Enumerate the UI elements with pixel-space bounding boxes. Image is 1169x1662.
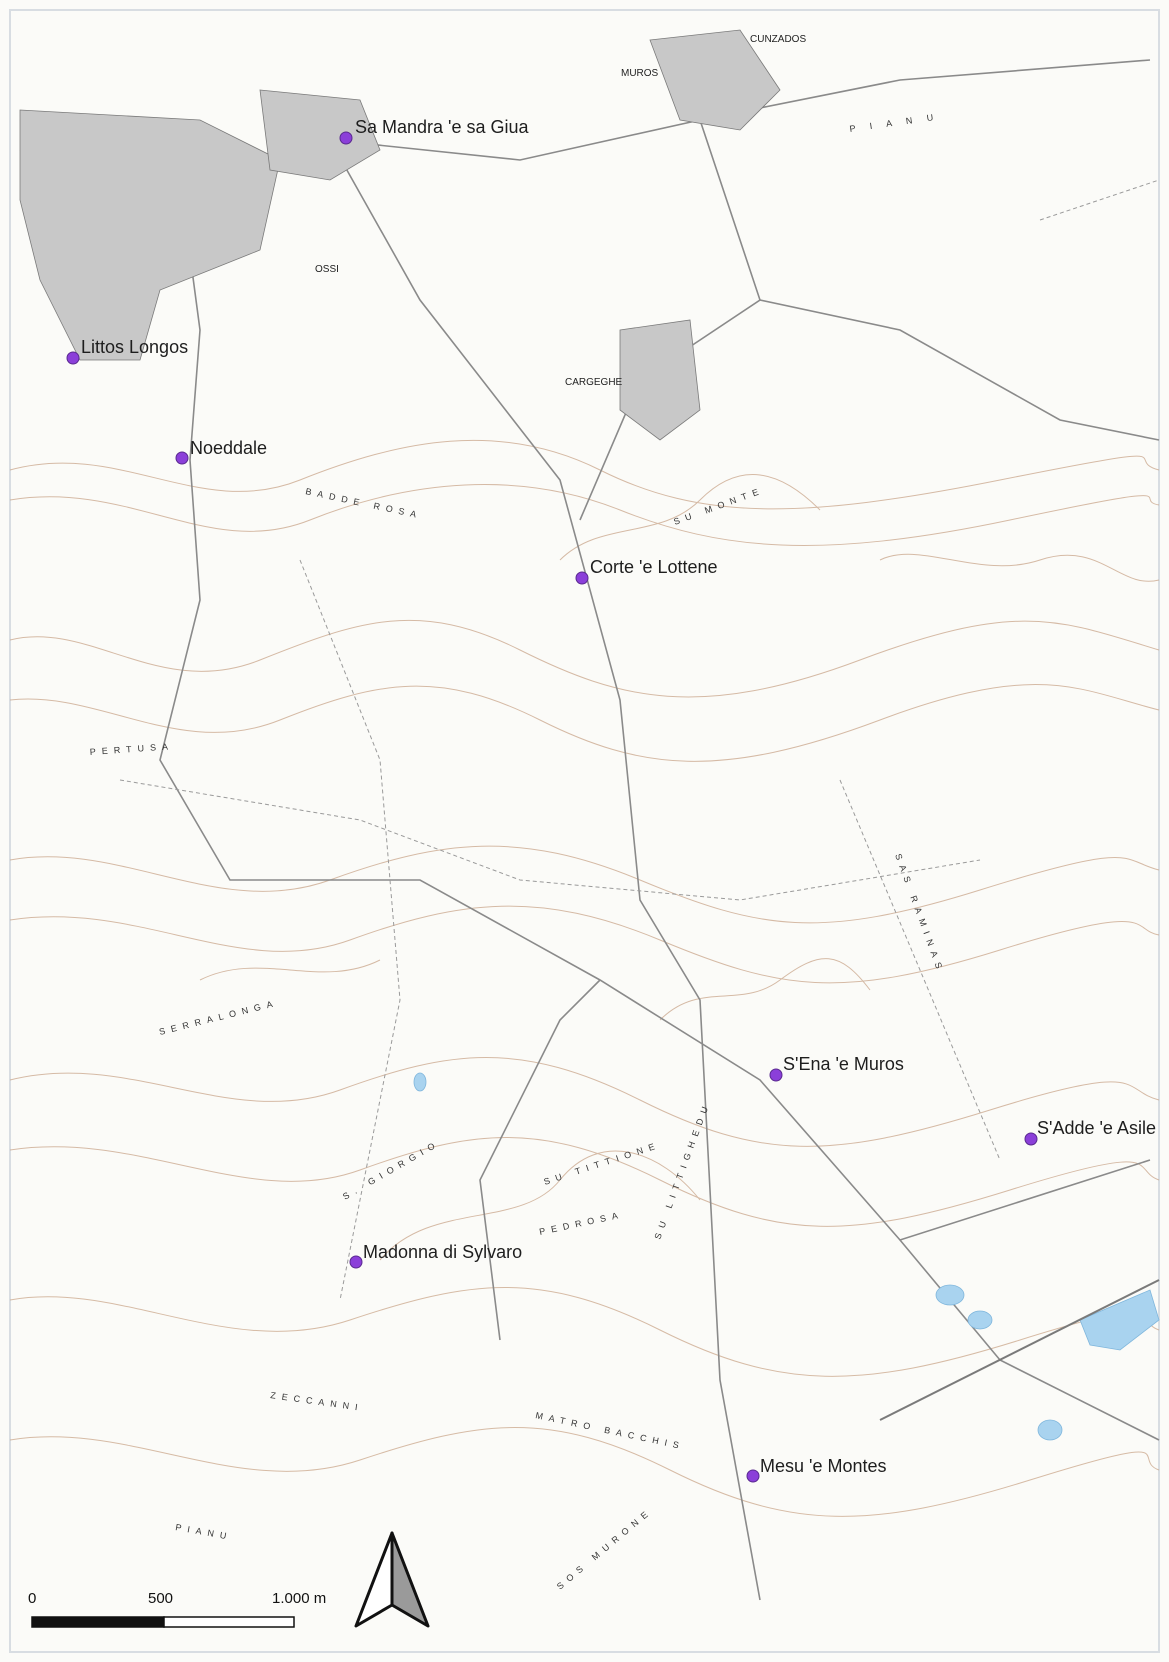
site-sa-mandra[interactable]: Sa Mandra 'e sa Giua bbox=[339, 117, 530, 145]
site-label: S'Adde 'e Asile bbox=[1037, 1118, 1156, 1138]
scale-label-500: 500 bbox=[148, 1590, 173, 1607]
scale-bar-black-segment bbox=[31, 1616, 165, 1628]
urban-areas bbox=[19, 29, 781, 441]
site-mesu-montes[interactable]: Mesu 'e Montes bbox=[746, 1456, 887, 1483]
site-marker-icon[interactable] bbox=[746, 1469, 760, 1483]
water-bodies bbox=[413, 1072, 1160, 1441]
north-arrow-icon bbox=[354, 1531, 430, 1628]
site-markers: Sa Mandra 'e sa Giua Littos Longos Noedd… bbox=[66, 117, 1156, 1483]
site-label: Corte 'e Lottene bbox=[590, 557, 718, 577]
site-label: Noeddale bbox=[190, 438, 267, 458]
site-marker-icon[interactable] bbox=[175, 451, 189, 465]
site-madonna-sylvaro[interactable]: Madonna di Sylvaro bbox=[349, 1242, 522, 1269]
site-label: Mesu 'e Montes bbox=[760, 1456, 887, 1476]
site-label: S'Ena 'e Muros bbox=[783, 1054, 904, 1074]
scale-label-1000: 1.000 m bbox=[272, 1590, 326, 1607]
site-marker-icon[interactable] bbox=[66, 351, 80, 365]
site-label: Madonna di Sylvaro bbox=[363, 1242, 522, 1262]
roads bbox=[19, 59, 1160, 1601]
tracks bbox=[119, 179, 1160, 1301]
site-marker-icon[interactable] bbox=[769, 1068, 783, 1082]
scale-bar-white-segment bbox=[163, 1616, 295, 1628]
site-marker-icon[interactable] bbox=[339, 131, 353, 145]
site-noeddale[interactable]: Noeddale bbox=[175, 438, 267, 465]
site-label: Sa Mandra 'e sa Giua bbox=[355, 117, 530, 137]
site-littos-longos[interactable]: Littos Longos bbox=[66, 337, 188, 365]
site-corte-lottene[interactable]: Corte 'e Lottene bbox=[575, 557, 718, 585]
site-sadde-asile[interactable]: S'Adde 'e Asile bbox=[1024, 1118, 1156, 1146]
town-label-cargeghe: CARGEGHE bbox=[565, 377, 623, 388]
site-marker-icon[interactable] bbox=[575, 571, 589, 585]
town-labels: MUROS CUNZADOS OSSI CARGEGHE bbox=[315, 34, 806, 388]
town-label-cunzados: CUNZADOS bbox=[750, 34, 806, 45]
railway-line bbox=[879, 1279, 1160, 1421]
scale-bar: 0 500 1.000 m bbox=[28, 1590, 326, 1628]
site-marker-icon[interactable] bbox=[349, 1255, 363, 1269]
site-marker-icon[interactable] bbox=[1024, 1132, 1038, 1146]
contour-lines bbox=[9, 253, 1160, 1517]
map-frame bbox=[9, 9, 1160, 1653]
site-label: Littos Longos bbox=[81, 337, 188, 357]
scale-label-0: 0 bbox=[28, 1590, 36, 1607]
town-label-muros: MUROS bbox=[621, 68, 659, 79]
town-label-ossi: OSSI bbox=[315, 264, 339, 275]
site-sena-muros[interactable]: S'Ena 'e Muros bbox=[769, 1054, 904, 1082]
